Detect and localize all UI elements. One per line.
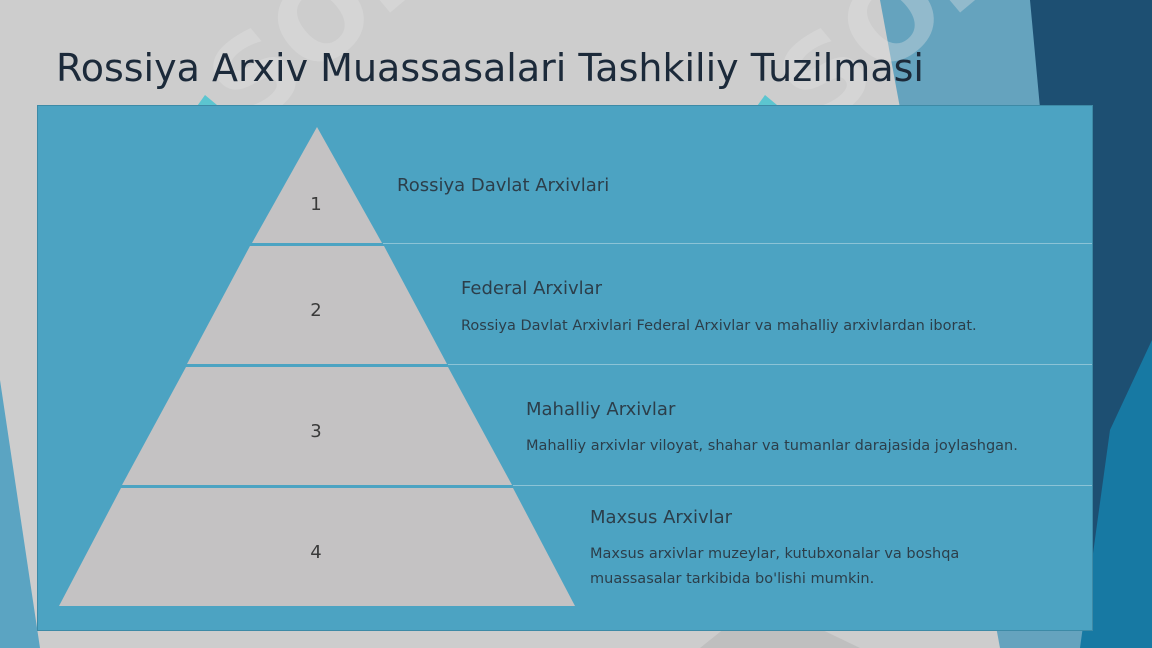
level-number: 1 bbox=[310, 194, 322, 215]
pyramid-level-3 bbox=[122, 367, 512, 485]
pyramid-level-2 bbox=[187, 246, 447, 364]
level-number: 3 bbox=[310, 421, 322, 442]
level-description: Mahalliy arxivlar viloyat, shahar va tum… bbox=[526, 438, 1018, 454]
slide-title: Rossiya Arxiv Muassasalari Tashkiliy Tuz… bbox=[56, 46, 924, 90]
level-divider bbox=[383, 243, 1092, 244]
pyramid-level-4 bbox=[59, 488, 575, 606]
level-number: 4 bbox=[310, 542, 322, 563]
pyramid-level-1 bbox=[252, 127, 382, 243]
diagram-panel: 1 2 3 4 Rossiya Davlat Arxivlari Federal… bbox=[37, 105, 1093, 631]
pyramid-diagram bbox=[59, 127, 575, 606]
level-description: Rossiya Davlat Arxivlari Federal Arxivla… bbox=[461, 318, 977, 334]
level-divider bbox=[513, 485, 1092, 486]
level-title: Federal Arxivlar bbox=[461, 278, 603, 299]
level-title: Maxsus Arxivlar bbox=[590, 507, 733, 528]
level-divider bbox=[448, 364, 1092, 365]
level-description: Maxsus arxivlar muzeylar, kutubxonalar v… bbox=[590, 546, 960, 587]
level-title: Rossiya Davlat Arxivlari bbox=[397, 175, 610, 196]
level-title: Mahalliy Arxivlar bbox=[526, 399, 676, 420]
level-number: 2 bbox=[310, 300, 322, 321]
